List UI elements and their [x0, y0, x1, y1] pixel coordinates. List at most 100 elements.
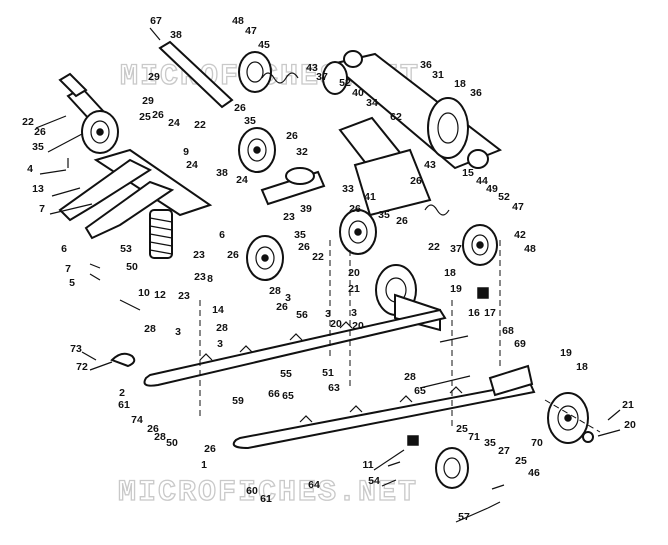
callout-37-right: 37 [450, 243, 462, 255]
callout-71: 71 [468, 431, 480, 443]
callout-24-b: 24 [186, 159, 198, 171]
callout-26-k: 26 [147, 423, 159, 435]
callout-3-a: 3 [285, 292, 291, 304]
callout-44: 44 [476, 175, 488, 187]
callout-35-c: 35 [378, 209, 390, 221]
callout-52-right: 52 [498, 191, 510, 203]
callout-53: 53 [120, 243, 132, 255]
callout-23-a: 23 [283, 211, 295, 223]
wheel-right [462, 224, 498, 266]
rear-arm-assembly [338, 116, 432, 217]
callout-20-c: 20 [352, 320, 364, 332]
callout-24-a: 24 [168, 117, 180, 129]
callout-33: 33 [342, 183, 354, 195]
callout-32: 32 [296, 146, 308, 158]
callout-22-c: 22 [312, 251, 324, 263]
callout-48: 48 [232, 15, 244, 27]
drive-wheel-large [427, 97, 469, 159]
callout-65-a: 65 [414, 385, 426, 397]
callout-26-j: 26 [276, 301, 288, 313]
callout-47-right: 47 [512, 201, 524, 213]
callout-26-c: 26 [34, 126, 46, 138]
callout-28-b: 28 [216, 322, 228, 334]
callout-43-top: 43 [306, 62, 318, 74]
callout-3-c: 3 [351, 307, 357, 319]
callout-48-right: 48 [524, 243, 536, 255]
callout-60: 60 [246, 485, 258, 497]
callout-23-c: 23 [194, 271, 206, 283]
callout-67: 67 [150, 15, 162, 27]
rail-tip-front [110, 352, 136, 368]
callout-18-mid: 18 [444, 267, 456, 279]
callout-40: 40 [352, 87, 364, 99]
callout-20-b: 20 [330, 318, 342, 330]
drive-wheel-large-inner [322, 61, 348, 95]
callout-64: 64 [308, 479, 320, 491]
wheel-mid-center [339, 209, 377, 255]
pivot-shaft-top-left [58, 72, 88, 98]
callout-1: 1 [201, 459, 207, 471]
callout-26-h: 26 [298, 241, 310, 253]
callout-47: 47 [245, 25, 257, 37]
slide-rail-lower [232, 381, 536, 450]
callout-68: 68 [502, 325, 514, 337]
callout-56: 56 [296, 309, 308, 321]
callout-25: 25 [139, 111, 151, 123]
callout-72: 72 [76, 361, 88, 373]
callout-14: 14 [212, 304, 224, 316]
callout-26-e: 26 [410, 175, 422, 187]
slide-rail-upper [143, 308, 447, 387]
callout-24-c: 24 [236, 174, 248, 186]
callout-22-a: 22 [194, 119, 206, 131]
callout-18-right: 18 [576, 361, 588, 373]
callout-19-mid: 19 [450, 283, 462, 295]
callout-3-b: 3 [325, 308, 331, 320]
callout-61-a: 61 [118, 399, 130, 411]
callout-23-b: 23 [193, 249, 205, 261]
callout-54: 54 [368, 475, 380, 487]
callout-39: 39 [300, 203, 312, 215]
hardware-bolts [67, 158, 594, 509]
callout-31: 31 [432, 69, 444, 81]
callout-36-top: 36 [420, 59, 432, 71]
alignment-lines [199, 240, 601, 433]
callout-28-a: 28 [269, 285, 281, 297]
callout-41: 41 [364, 191, 376, 203]
callout-35-e: 35 [484, 437, 496, 449]
callout-19-right: 19 [560, 347, 572, 359]
callout-23-d: 23 [178, 290, 190, 302]
callout-13: 13 [32, 183, 44, 195]
callout-73: 73 [70, 343, 82, 355]
callout-25-a: 25 [456, 423, 468, 435]
callout-7-b: 7 [65, 263, 71, 275]
callout-70: 70 [531, 437, 543, 449]
callout-28-e: 28 [154, 431, 166, 443]
callout-7-a: 7 [39, 203, 45, 215]
wheel-mid-left [246, 235, 284, 281]
wheel-upper-left [81, 110, 119, 154]
callout-28-c: 28 [144, 323, 156, 335]
callout-36-right: 36 [470, 87, 482, 99]
callout-57: 57 [458, 511, 470, 523]
callout-26-f: 26 [349, 203, 361, 215]
callout-26-a: 26 [152, 109, 164, 121]
callout-6-b: 6 [61, 243, 67, 255]
callout-35-b: 35 [32, 141, 44, 153]
callout-49: 49 [486, 183, 498, 195]
callout-65-b: 65 [282, 390, 294, 402]
callout-59: 59 [232, 395, 244, 407]
wheel-top-center [238, 51, 272, 93]
callout-28-d: 28 [404, 371, 416, 383]
callout-74: 74 [131, 414, 143, 426]
callout-11: 11 [362, 459, 373, 471]
callout-8: 8 [207, 273, 213, 285]
callout-29-mid: 29 [142, 95, 154, 107]
callout-26-g: 26 [396, 215, 408, 227]
callout-61-b: 61 [260, 493, 272, 505]
callout-6-a: 6 [219, 229, 225, 241]
callout-43-right: 43 [424, 159, 436, 171]
callout-42: 42 [514, 229, 526, 241]
callout-26-l: 26 [204, 443, 216, 455]
callout-20-a: 20 [348, 267, 360, 279]
